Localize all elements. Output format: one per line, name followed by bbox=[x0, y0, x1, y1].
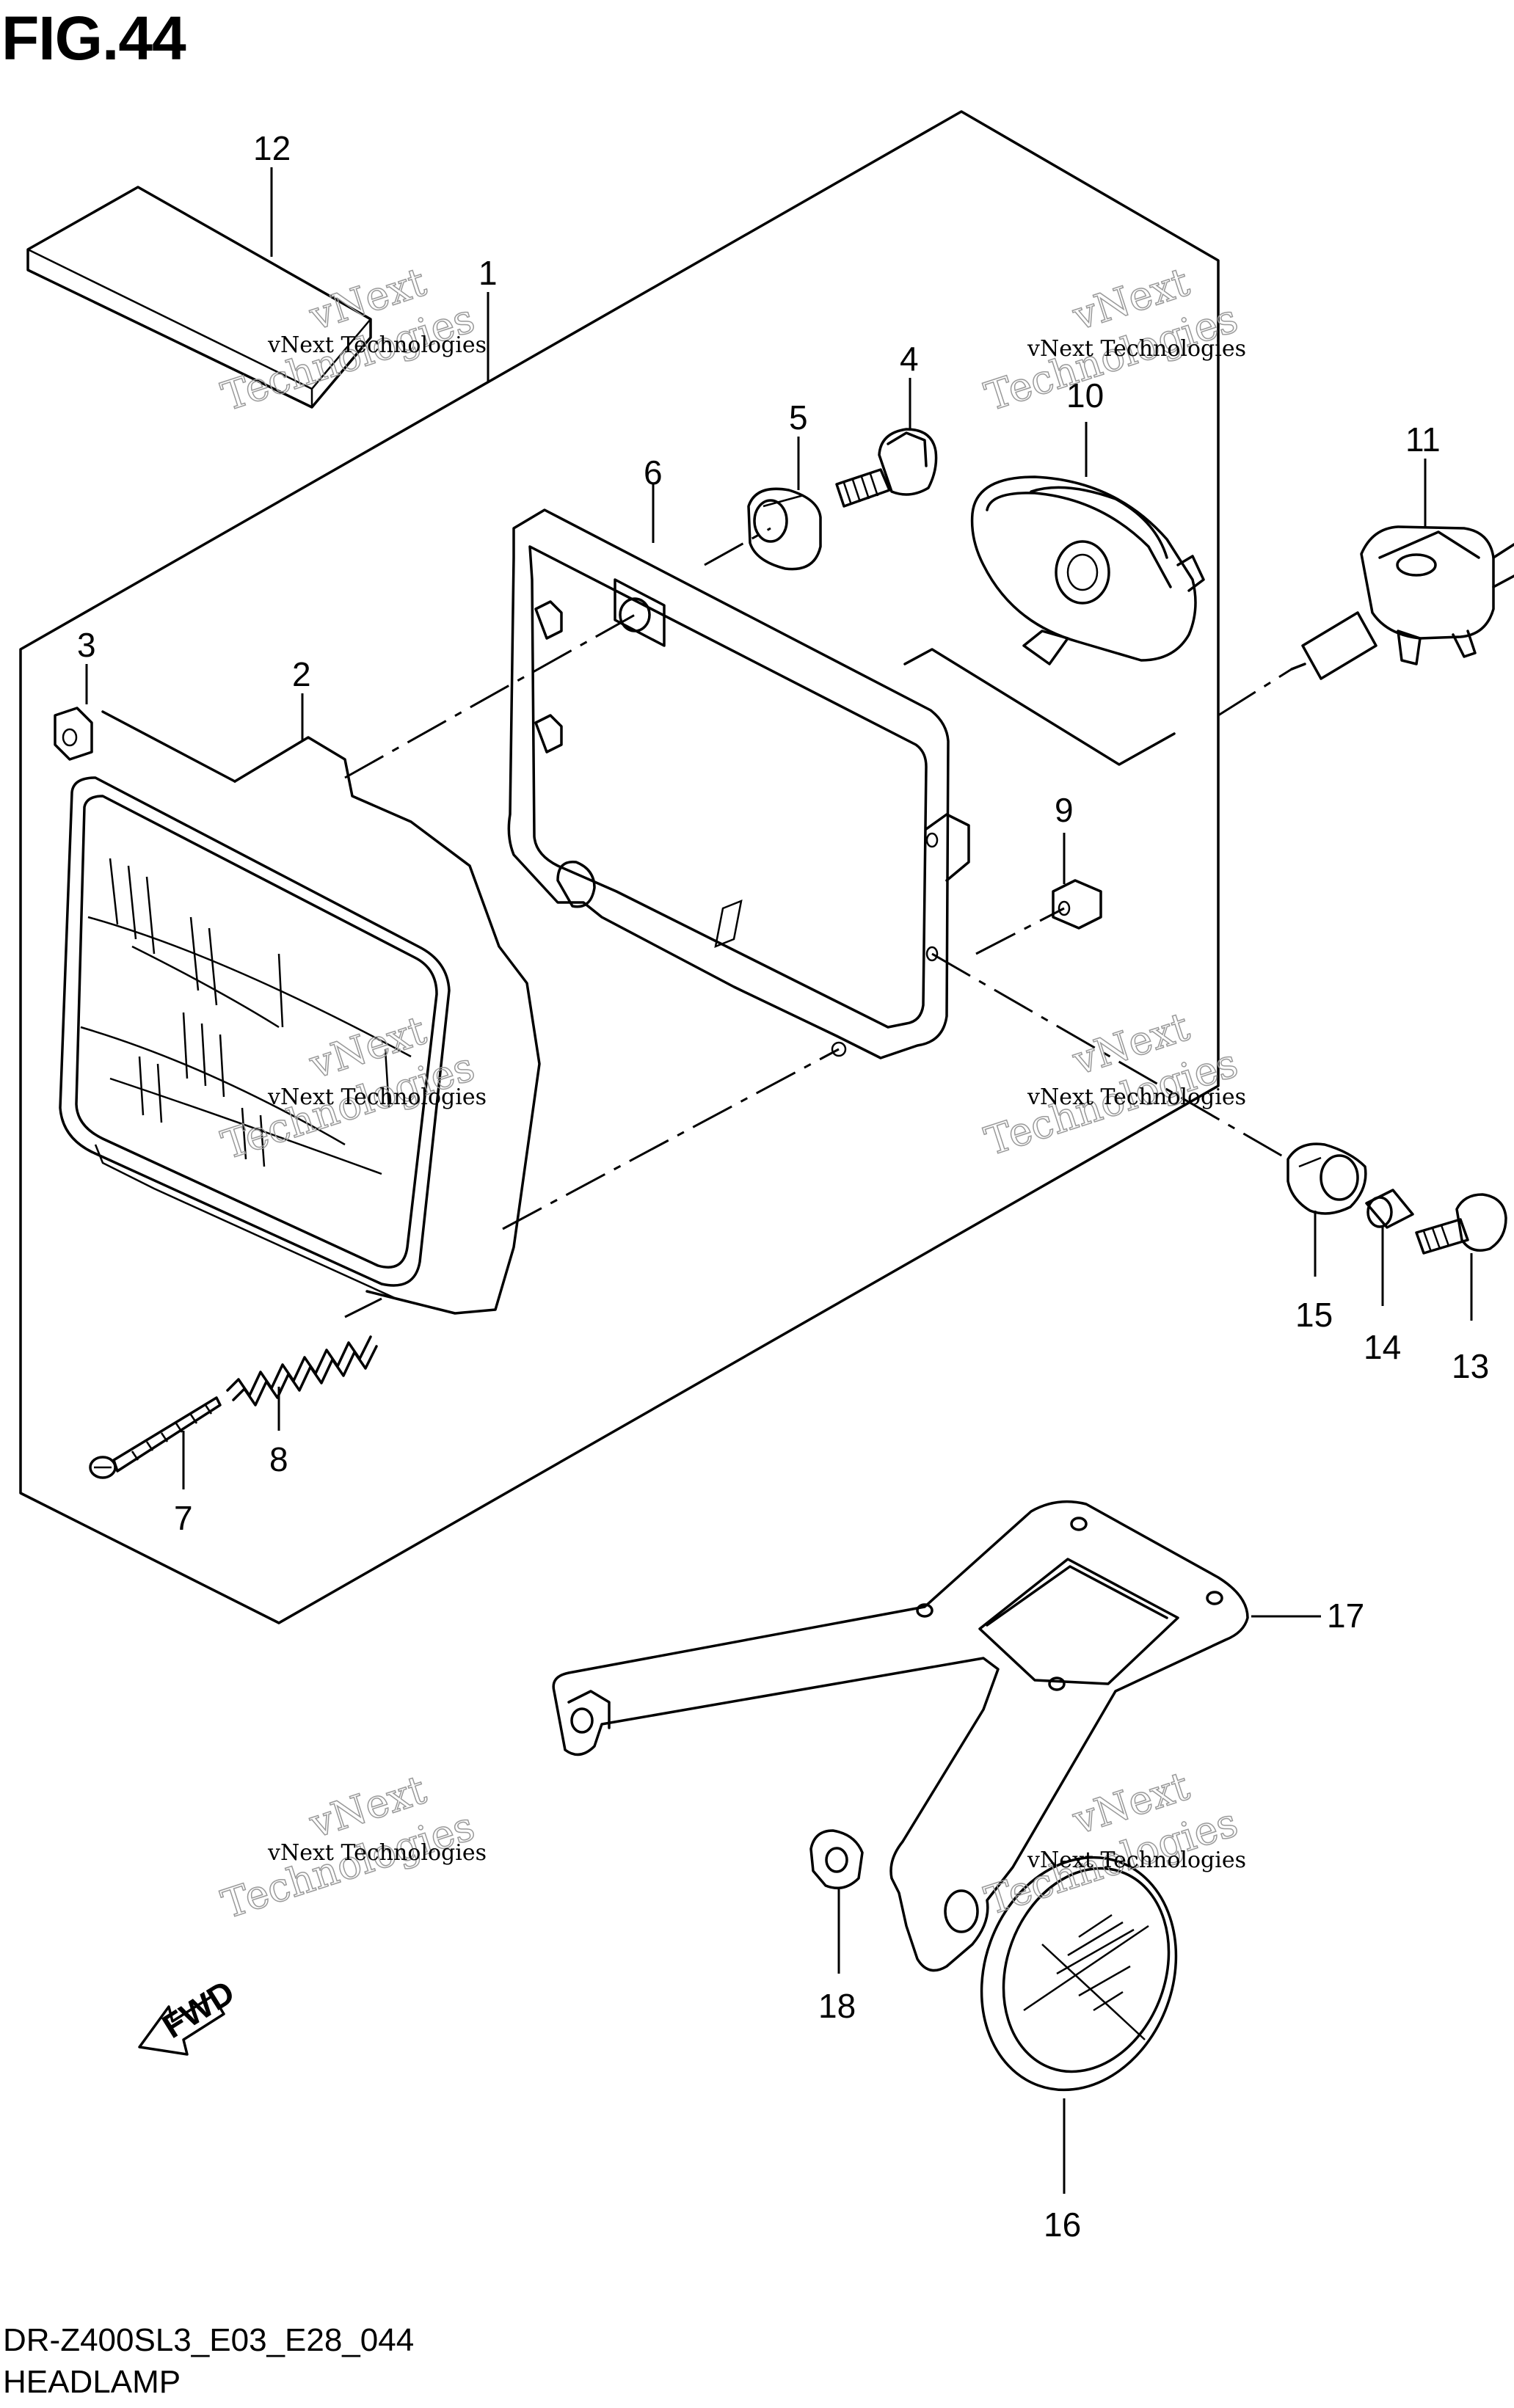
figure-title: FIG.44 bbox=[1, 4, 186, 73]
part-14-collar bbox=[1365, 1189, 1414, 1306]
watermark-1: vNext Technologies vNext Technologies bbox=[216, 258, 487, 421]
part-15-grommet bbox=[1286, 1142, 1367, 1277]
alignment-line-a bbox=[344, 613, 636, 779]
svg-text:vNext Technologies: vNext Technologies bbox=[1027, 1847, 1246, 1873]
callout-10: 10 bbox=[1066, 376, 1104, 415]
part-7-screw bbox=[89, 1396, 222, 1489]
callout-16: 16 bbox=[1044, 2205, 1081, 2244]
callout-18: 18 bbox=[818, 1987, 856, 2025]
watermark-5: vNext Technologies vNext Technologies bbox=[216, 1766, 487, 1929]
part-13-bolt bbox=[1415, 1193, 1507, 1321]
callout-8: 8 bbox=[269, 1440, 288, 1478]
alignment-line-f bbox=[1218, 668, 1292, 717]
assembly-outline bbox=[19, 110, 1220, 1624]
alignment-line-c bbox=[931, 952, 1289, 1161]
part-5-rubber-cushion bbox=[747, 437, 822, 571]
callout-12: 12 bbox=[253, 129, 291, 167]
watermark-2: vNext Technologies vNext Technologies bbox=[979, 258, 1246, 421]
callout-2: 2 bbox=[292, 655, 311, 693]
svg-text:vNext Technologies: vNext Technologies bbox=[267, 1840, 487, 1866]
part-2-headlamp-unit bbox=[59, 693, 541, 1315]
part-4-bolt bbox=[835, 378, 938, 508]
callout-6: 6 bbox=[644, 453, 663, 492]
part-11-bulb bbox=[1290, 459, 1514, 680]
callout-1: 1 bbox=[478, 254, 498, 292]
alignment-line-b bbox=[502, 1048, 840, 1230]
part-16-reflector bbox=[980, 1856, 1178, 2194]
watermark-4: vNext Technologies vNext Technologies bbox=[979, 1003, 1246, 1166]
alignment-line-d bbox=[975, 907, 1065, 955]
part-6-headlamp-rim bbox=[507, 484, 970, 1059]
svg-text:vNext Technologies: vNext Technologies bbox=[267, 332, 487, 358]
svg-text:vNext Technologies: vNext Technologies bbox=[1027, 1084, 1246, 1110]
part-8-spring bbox=[226, 1335, 378, 1431]
assembly-outline-inner bbox=[903, 648, 1176, 766]
callout-13: 13 bbox=[1452, 1347, 1489, 1385]
footer-code: DR-Z400SL3_E03_E28_044 bbox=[3, 2322, 415, 2358]
callout-17: 17 bbox=[1327, 1597, 1364, 1635]
footer-name: HEADLAMP bbox=[3, 2364, 181, 2400]
forward-arrow: FWD bbox=[138, 1972, 241, 2056]
callout-15: 15 bbox=[1295, 1296, 1333, 1334]
callout-5: 5 bbox=[789, 398, 808, 437]
forward-label: FWD bbox=[156, 1972, 241, 2046]
callout-11: 11 bbox=[1405, 420, 1441, 459]
alignment-line-e bbox=[704, 527, 771, 566]
callout-3: 3 bbox=[77, 626, 96, 664]
svg-text:vNext Technologies: vNext Technologies bbox=[1027, 336, 1246, 362]
callout-4: 4 bbox=[900, 340, 919, 378]
callout-9: 9 bbox=[1055, 791, 1074, 829]
part-3-clip-nut bbox=[54, 664, 93, 761]
part-12-tape bbox=[26, 186, 372, 409]
part-10-socket-cover bbox=[970, 422, 1205, 665]
watermark-6: vNext Technologies vNext Technologies bbox=[979, 1762, 1246, 1925]
callout-14: 14 bbox=[1364, 1328, 1401, 1366]
part-9-clip bbox=[1052, 833, 1102, 930]
alignment-line-g bbox=[344, 1297, 382, 1318]
part-18-nut bbox=[809, 1829, 864, 1974]
svg-text:vNext Technologies: vNext Technologies bbox=[267, 1084, 487, 1110]
part-17-bracket bbox=[552, 1500, 1321, 1972]
callout-7: 7 bbox=[174, 1499, 193, 1537]
